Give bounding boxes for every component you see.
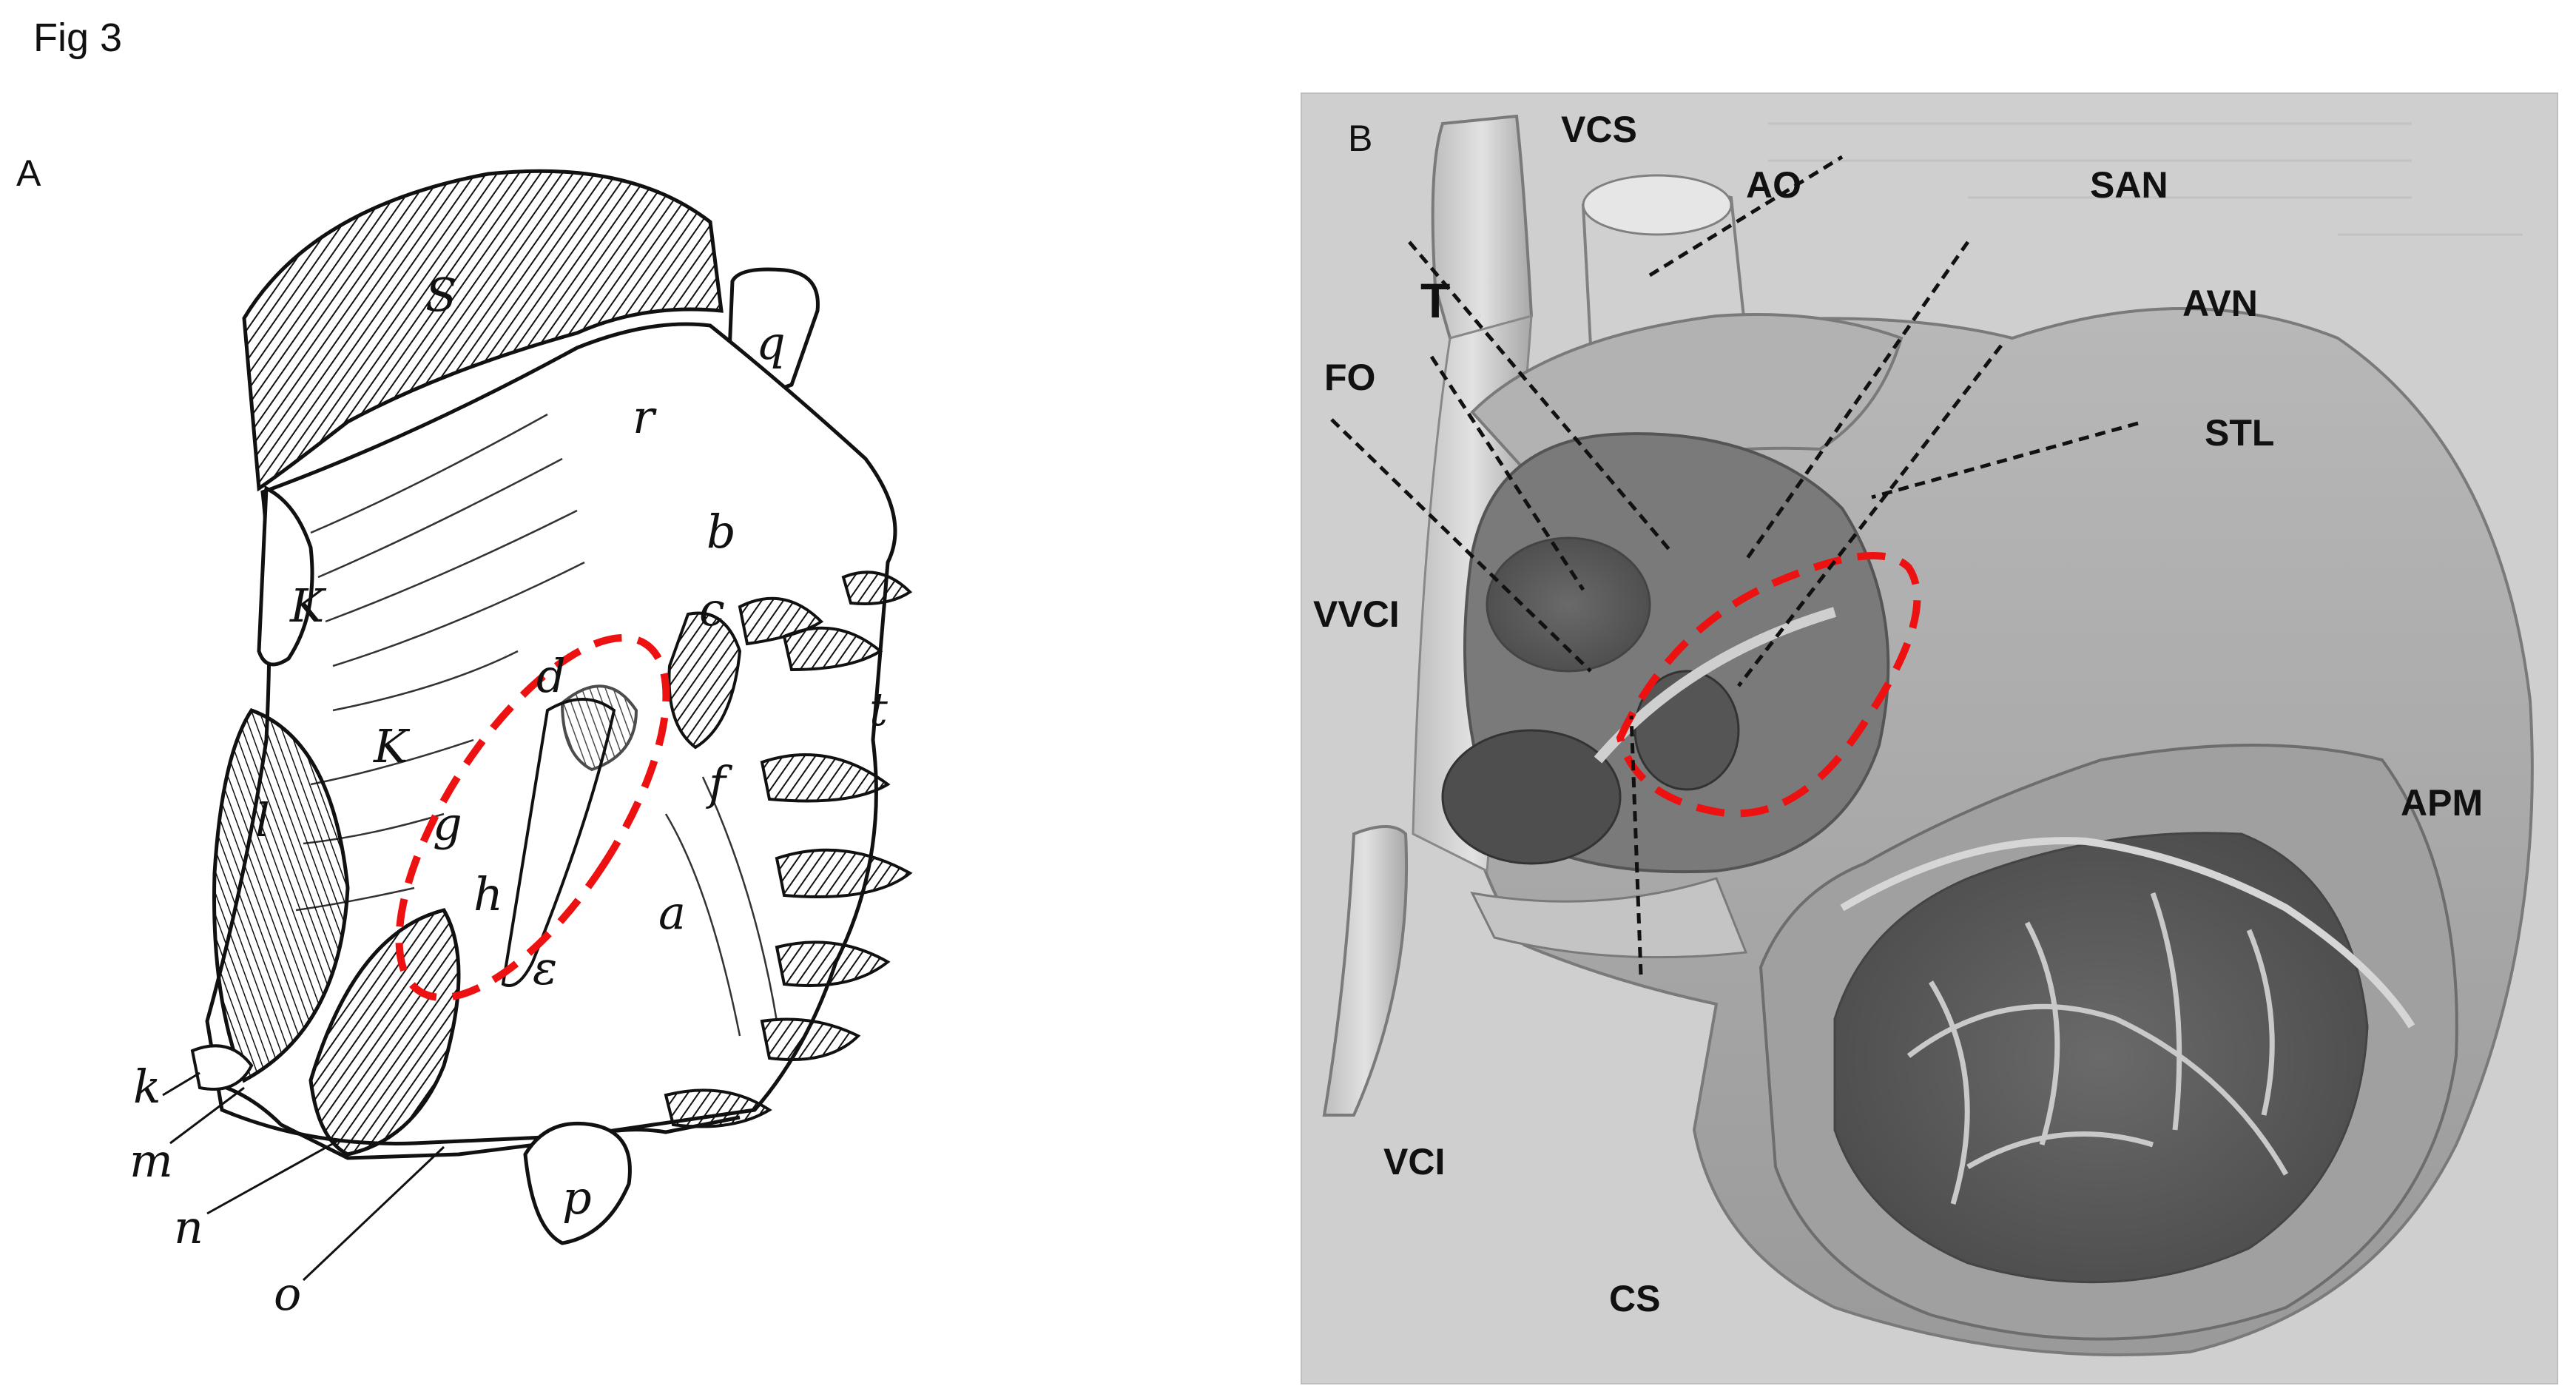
c-node	[667, 611, 742, 750]
leader-AVN	[1744, 240, 1970, 562]
eustachian-rim	[1470, 877, 1748, 959]
letter-K: K	[373, 719, 411, 773]
label-APM: APM	[2401, 782, 2483, 824]
label-VCS: VCS	[1561, 109, 1637, 150]
panel-b-drawing: VCS AO SAN T AVN FO STL VVCI APM VCI CS	[1313, 109, 2534, 1356]
letter-n: n	[174, 1200, 203, 1254]
letter-a: a	[658, 886, 686, 940]
panel-b-frame: VCS AO SAN T AVN FO STL VVCI APM VCI CS	[1301, 92, 2558, 1384]
letter-K-top: K	[289, 579, 327, 633]
letter-h: h	[473, 867, 503, 921]
panel-a-leaders	[162, 1071, 445, 1282]
letter-d: d	[536, 649, 566, 703]
leader-APM	[1871, 421, 2139, 499]
panel-b-label: B	[1348, 118, 1373, 159]
k-flap-top	[257, 485, 314, 667]
letter-o: o	[274, 1267, 301, 1321]
leader-VVCI	[1330, 418, 1592, 673]
inferior-vena-cava	[1322, 825, 1409, 1117]
letter-k-bottom: k	[133, 1060, 161, 1114]
background-text-lines	[1768, 122, 2523, 236]
label-SAN: SAN	[2090, 164, 2168, 206]
label-AO: AO	[1746, 164, 1801, 206]
ventricle-cavity	[1833, 832, 2369, 1284]
letter-q: q	[756, 316, 786, 370]
n-muscle	[308, 908, 461, 1157]
pectinate-bands	[664, 571, 913, 1128]
letter-m: m	[129, 1134, 173, 1188]
label-VVCI: VVCI	[1313, 593, 1400, 635]
panel-b-highlight-region	[1616, 552, 1921, 818]
letter-S: S	[425, 268, 456, 322]
panel-a-highlight-region	[395, 633, 670, 1002]
letter-t: t	[869, 682, 888, 736]
label-VCI: VCI	[1383, 1141, 1445, 1182]
letter-l: l	[255, 793, 270, 847]
fossa-ovalis	[1486, 536, 1651, 673]
panel-a-drawing: S q r b K c t d K f l g h a ε k m n o p	[129, 169, 913, 1321]
leader-FO	[1429, 355, 1585, 591]
letter-c: c	[699, 582, 725, 636]
label-STL: STL	[2205, 412, 2274, 454]
k-bottom-flap	[190, 1044, 254, 1091]
label-CS: CS	[1609, 1278, 1660, 1319]
leader-STL	[1737, 344, 2003, 687]
letter-e: ε	[533, 941, 557, 995]
trabeculae	[1906, 892, 2289, 1205]
figure-title: Fig 3	[33, 16, 123, 60]
label-AVN: AVN	[2182, 283, 2258, 324]
leader-SAN	[1648, 155, 1844, 277]
wall-striations	[295, 413, 778, 1037]
letter-b: b	[707, 505, 736, 559]
superior-cava-stump	[242, 169, 724, 492]
bottom-rim	[199, 1078, 741, 1160]
ivc-opening	[1441, 729, 1622, 865]
p-lobe	[523, 1121, 632, 1245]
label-FO: FO	[1324, 357, 1375, 398]
letter-r: r	[633, 390, 657, 444]
letter-g: g	[433, 797, 462, 851]
septal-leaflet	[1840, 837, 2415, 1029]
panel-a-label: A	[16, 152, 41, 194]
label-T: T	[1420, 273, 1450, 328]
d-nodule	[560, 684, 638, 772]
l-oval	[212, 707, 350, 1083]
letter-p: p	[562, 1171, 592, 1225]
leader-CS	[1629, 715, 1643, 975]
